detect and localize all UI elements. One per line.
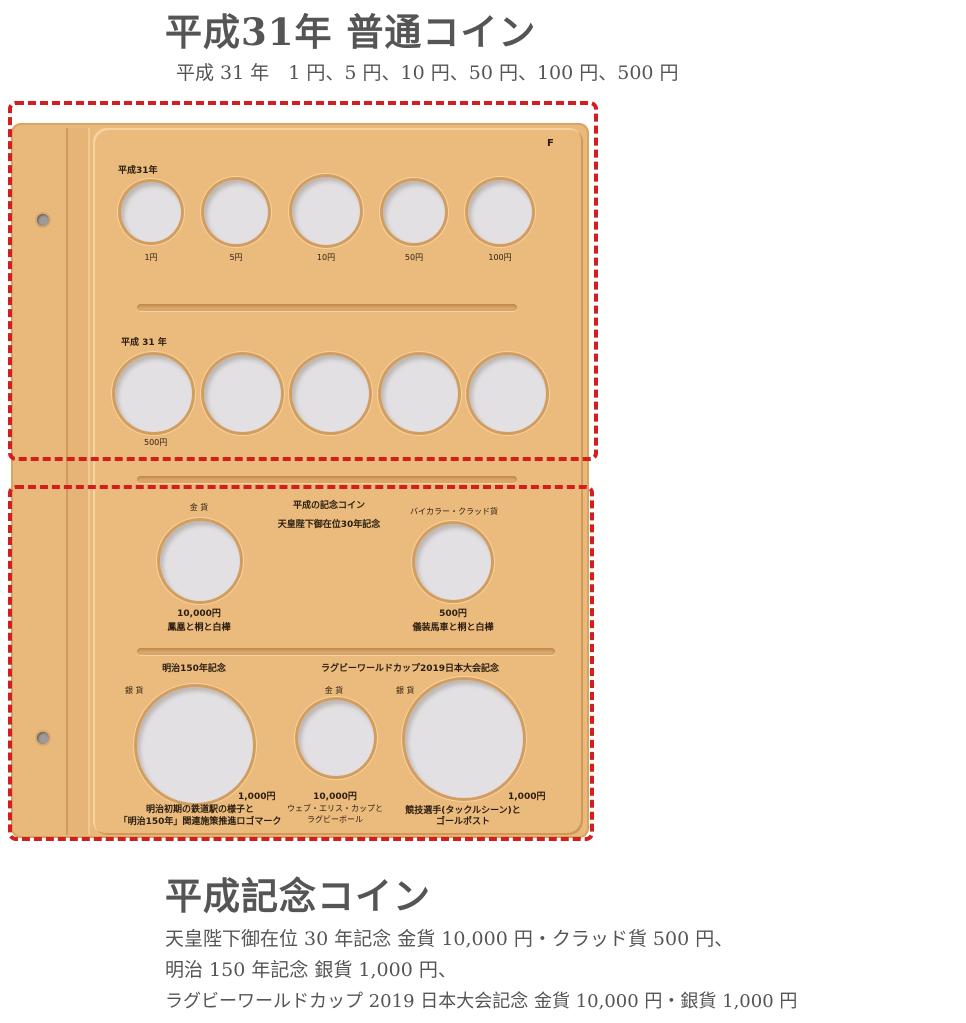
coin-slot-100yen[interactable] xyxy=(468,180,532,244)
gold-coin-label: 金 貨 xyxy=(189,503,209,512)
rugby-silver-value: 1,000円 xyxy=(508,792,546,802)
denomination-label-5yen: 5円 xyxy=(229,253,243,262)
denomination-label-100yen: 100円 xyxy=(488,253,512,262)
description-line-3: ラグビーワールドカップ 2019 日本大会記念 金貨 10,000 円・銀貨 1… xyxy=(165,991,798,1012)
page-letter: F xyxy=(547,138,554,149)
coin-slot-5yen[interactable] xyxy=(204,180,268,244)
denomination-label-500yen: 500円 xyxy=(144,438,168,447)
meiji-coin-value: 1,000円 xyxy=(238,792,276,802)
coin-slot-rugby-gold-10000yen[interactable] xyxy=(298,700,374,776)
rugby-gold-design-line2: ラグビーボール xyxy=(307,815,363,824)
highlight-regular-coins xyxy=(8,101,598,461)
rugby-silver-label: 銀 貨 xyxy=(396,686,415,695)
album-binding-spine xyxy=(66,128,90,835)
coin-slot-50yen[interactable] xyxy=(383,181,445,243)
coin-slot-bicolor-500yen[interactable] xyxy=(415,524,491,600)
coin-slot-500yen-5[interactable] xyxy=(469,355,546,432)
bicolor-coin-value: 500円 xyxy=(439,609,467,619)
gold-coin-value: 10,000円 xyxy=(177,609,221,619)
binder-hole-bottom xyxy=(37,732,49,744)
page-tab-slot-3 xyxy=(137,648,555,655)
commemorative-heading: 平成の記念コイン xyxy=(292,501,366,511)
section-title-regular-coins: 平成31年 普通コイン xyxy=(165,10,537,54)
section-subtitle-regular-coins: 平成 31 年 1 円、5 円、10 円、50 円、100 円、500 円 xyxy=(176,62,679,84)
rugby-gold-label: 金 貨 xyxy=(324,686,344,695)
binder-hole-top xyxy=(37,214,49,226)
denomination-label-10yen: 10円 xyxy=(316,253,336,262)
description-line-1: 天皇陛下御在位 30 年記念 金貨 10,000 円・クラッド貨 500 円、 xyxy=(165,928,734,950)
rugby-heading: ラグビーワールドカップ2019日本大会記念 xyxy=(320,664,500,674)
commemorative-subheading: 天皇陛下御在位30年記念 xyxy=(277,520,381,530)
coin-slot-500yen-2[interactable] xyxy=(204,355,281,432)
denomination-label-50yen: 50円 xyxy=(404,253,424,262)
denomination-label-1yen: 1円 xyxy=(144,253,158,262)
coin-slot-gold-10000yen[interactable] xyxy=(160,521,240,601)
page-tab-slot-1 xyxy=(137,304,517,311)
coin-slot-10yen[interactable] xyxy=(292,177,360,245)
rugby-silver-design-line1: 競技選手(タックルシーン)と xyxy=(405,806,521,816)
meiji-design-line1: 明治初期の鉄道駅の様子と xyxy=(145,805,255,815)
coin-slot-1yen[interactable] xyxy=(121,182,181,242)
section-title-commemorative-coins: 平成記念コイン xyxy=(165,874,431,918)
rugby-gold-design-line1: ウェブ・エリス・カップと xyxy=(287,804,383,813)
meiji-silver-label: 銀 貨 xyxy=(125,686,144,695)
coin-slot-meiji-silver-1000yen[interactable] xyxy=(137,687,253,803)
highlight-commemorative-coins xyxy=(8,485,594,841)
description-line-2: 明治 150 年記念 銀貨 1,000 円、 xyxy=(165,959,457,981)
coin-slot-500yen-3[interactable] xyxy=(292,355,369,432)
gold-coin-design: 鳳凰と桐と白樺 xyxy=(167,623,231,633)
coin-slot-500yen-1[interactable] xyxy=(115,355,192,432)
coin-slot-500yen-4[interactable] xyxy=(381,355,458,432)
page-tab-slot-2 xyxy=(137,476,517,483)
row2-year-label: 平成 31 年 xyxy=(121,338,167,348)
row1-year-label: 平成31年 xyxy=(118,166,158,176)
meiji-heading: 明治150年記念 xyxy=(162,664,226,674)
meiji-design-line2: 「明治150年」関連施策推進ロゴマーク xyxy=(118,817,282,827)
rugby-gold-value: 10,000円 xyxy=(313,792,357,802)
coin-slot-rugby-silver-1000yen[interactable] xyxy=(405,680,523,798)
rugby-silver-design-line2: ゴールポスト xyxy=(435,817,491,827)
bicolor-coin-label: バイカラー・クラッド貨 xyxy=(410,507,498,516)
bicolor-coin-design: 儀装馬車と桐と白樺 xyxy=(412,623,494,633)
